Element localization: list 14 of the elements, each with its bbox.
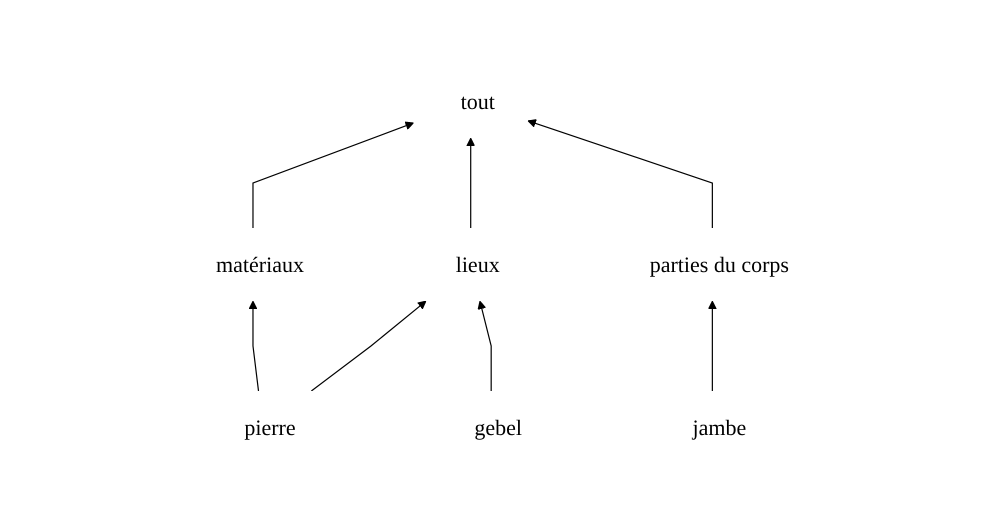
node-text: tout [460,89,495,114]
arrow [466,138,476,228]
node-text: lieux [456,252,500,277]
arrow [252,122,414,228]
node-text: jambe [692,414,746,440]
node-text: parties du corps [650,252,789,277]
arrow [527,119,713,228]
arrow [708,300,717,391]
node-text: pierre [244,414,296,440]
node-text: matériaux [216,252,304,277]
arrow [478,300,492,391]
arrow [310,300,426,392]
node-text: gebel [474,414,522,440]
arrow [248,300,260,392]
